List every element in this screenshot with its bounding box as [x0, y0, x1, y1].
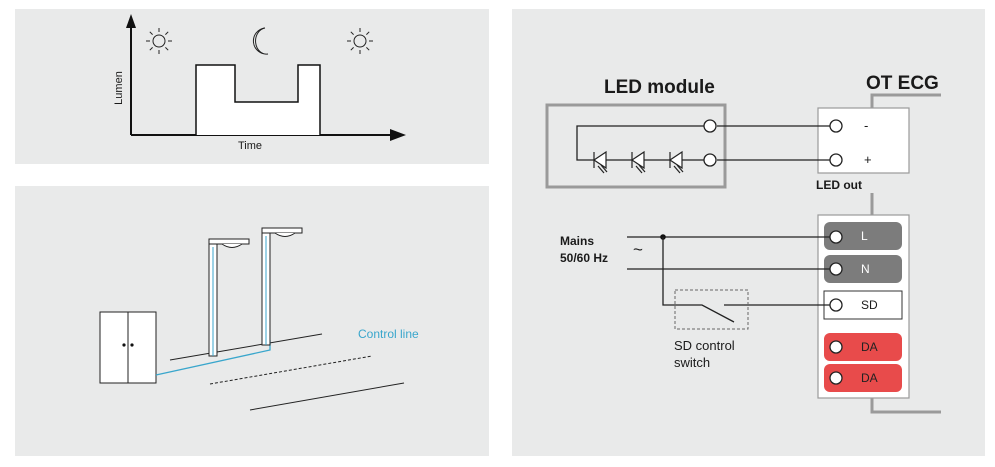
terminal-L-label: L	[861, 229, 868, 243]
ecg-title: OT ECG	[866, 73, 939, 94]
ac-tilde: ~	[633, 240, 643, 259]
street-light-head	[208, 238, 250, 245]
road-edge-line	[169, 333, 323, 361]
y-axis-label: Lumen	[112, 71, 125, 105]
street-scene-panel	[15, 186, 489, 456]
terminal-DA-1	[824, 333, 902, 361]
led-out-label: LED out	[816, 178, 862, 192]
dimming-graph	[126, 14, 406, 141]
terminal-L	[824, 222, 902, 250]
lumen-profile	[195, 64, 321, 135]
control-line-label: Control line	[358, 327, 419, 341]
sun-icon	[347, 28, 373, 54]
x-axis-arrow	[390, 129, 406, 141]
led-out-terminal-minus	[829, 119, 843, 133]
street-scene	[99, 227, 405, 411]
y-axis-arrow	[126, 14, 136, 28]
switch-label-line1: SD control	[674, 338, 735, 353]
terminal-DA-2-label: DA	[861, 371, 878, 385]
terminal-DA-2	[824, 364, 902, 392]
led-diode-icon	[592, 150, 608, 174]
ecg-housing-top	[870, 93, 941, 108]
sd-switch-box	[674, 289, 749, 330]
crescent-moon-icon	[252, 27, 269, 55]
street-light-head	[261, 227, 303, 234]
dimming-graph-panel	[15, 9, 489, 164]
wire-switch-in	[662, 237, 735, 323]
mains-label-line1: Mains	[560, 234, 595, 248]
x-axis-label: Time	[238, 140, 263, 152]
plus-sign: +	[864, 152, 872, 167]
ecg-housing-bottom	[870, 398, 941, 414]
led-diode-icon	[630, 150, 646, 174]
sun-icon	[146, 28, 172, 54]
led-module-terminal	[703, 153, 717, 167]
terminal-N-label: N	[861, 262, 870, 276]
minus-sign: -	[864, 118, 869, 133]
switch-label-line2: switch	[674, 355, 711, 370]
led-out-terminal-plus	[829, 153, 843, 167]
road-edge-line	[249, 382, 405, 411]
led-module-box	[545, 103, 727, 189]
led-module-terminal	[703, 119, 717, 133]
led-diode-icon	[668, 150, 684, 174]
terminal-DA-1-label: DA	[861, 340, 878, 354]
road-center-line	[209, 355, 373, 385]
wiring-diagram	[545, 93, 941, 414]
terminal-N	[824, 255, 902, 283]
mains-label-line2: 50/60 Hz	[560, 251, 609, 265]
terminal-SD-label: SD	[861, 298, 878, 312]
led-module-title: LED module	[604, 77, 715, 98]
